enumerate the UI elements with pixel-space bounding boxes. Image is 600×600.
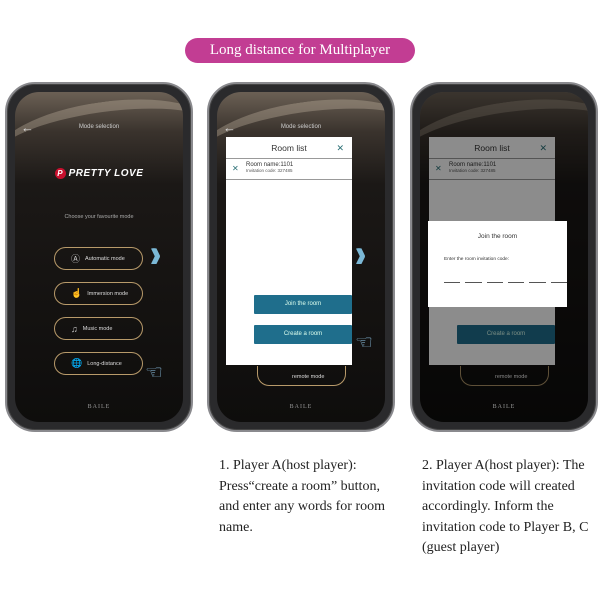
modal-title: Room list [271, 143, 307, 153]
join-room-dialog: Join the room Enter the room invitation … [428, 221, 567, 307]
invitation-code: Invitation code: 327485 [246, 168, 293, 173]
automatic-mode-button[interactable]: Ⓐ Automatic mode [54, 247, 143, 270]
mode-label: Music mode [82, 325, 113, 332]
back-arrow-icon[interactable]: ← [223, 120, 236, 135]
back-arrow-icon[interactable]: ← [21, 120, 34, 135]
close-icon: ✕ [539, 143, 547, 153]
footer-brand: BAILE [289, 404, 313, 410]
mode-label: remote mode [495, 374, 528, 380]
pointing-hand-icon: ☜ [355, 332, 373, 354]
screen: Room list ✕ ✕ Room name:1101 Invitation c… [420, 92, 588, 422]
room-name: Room name:1101 [246, 162, 294, 168]
footer-brand: BAILE [87, 404, 111, 410]
caption-step-2: 2. Player A(host player): The invitation… [422, 458, 589, 555]
mode-label: remote mode [292, 374, 325, 380]
music-note-icon: ♫ [71, 323, 78, 334]
logo-text: PRETTY LOVE [68, 168, 144, 180]
long-distance-button[interactable]: 🌐 Long-distance [54, 352, 143, 375]
phone-room-list: ← Mode selection remote mode Room list ✕ … [207, 82, 395, 432]
modal-title: Room list [474, 143, 510, 153]
chevron-arrows-icon: ››› [150, 232, 161, 276]
modal-header: Room list ✕ [226, 137, 352, 159]
chevron-arrows-icon: ››› [355, 232, 366, 276]
room-list-item[interactable]: ✕ Room name:1101 Invitation code: 327485 [226, 159, 352, 180]
background-wave [15, 92, 183, 197]
screen-title: Mode selection [280, 124, 322, 130]
invitation-code: Invitation code: 327485 [449, 168, 496, 173]
mode-label: Immersion mode [87, 290, 129, 297]
create-room-button: Create a room [457, 325, 555, 344]
delete-room-icon[interactable]: ✕ [232, 164, 239, 173]
create-room-button[interactable]: Create a room [254, 325, 352, 344]
code-label: Enter the room invitation code: [444, 257, 510, 262]
choose-mode-label: Choose your favourite mode [64, 214, 134, 220]
close-icon[interactable]: ✕ [336, 143, 344, 153]
modal-header: Room list ✕ [429, 137, 555, 159]
join-room-button[interactable]: Join the room [254, 295, 352, 314]
mode-label: Long-distance [87, 360, 122, 367]
logo-p-icon: P [54, 168, 66, 179]
footer-brand: BAILE [492, 404, 516, 410]
pointing-hand-icon: ☜ [145, 362, 163, 384]
remote-mode-button: remote mode [460, 366, 549, 386]
mode-label: Automatic mode [85, 255, 125, 262]
delete-room-icon: ✕ [435, 164, 442, 173]
letter-a-icon: Ⓐ [71, 254, 81, 264]
immersion-mode-button[interactable]: ☝ Immersion mode [54, 282, 143, 305]
room-list-modal: Room list ✕ ✕ Room name:1101 Invitation c… [226, 137, 352, 365]
music-mode-button[interactable]: ♫ Music mode [54, 317, 143, 340]
room-list-item: ✕ Room name:1101 Invitation code: 327485 [429, 159, 555, 180]
title-banner: Long distance for Multiplayer [185, 38, 415, 63]
screen-title: Mode selection [78, 124, 120, 130]
hand-touch-icon: ☝ [71, 288, 83, 298]
remote-mode-button: remote mode [257, 366, 346, 386]
invitation-code-input[interactable] [444, 282, 567, 283]
screen: ← Mode selection remote mode Room list ✕ … [217, 92, 385, 422]
dialog-title: Join the room [477, 233, 518, 240]
caption-step-1: 1. Player A(host player): Press“create a… [219, 458, 386, 535]
phone-join-room: Room list ✕ ✕ Room name:1101 Invitation c… [410, 82, 598, 432]
room-name: Room name:1101 [449, 162, 497, 168]
globe-icon: 🌐 [71, 358, 83, 368]
